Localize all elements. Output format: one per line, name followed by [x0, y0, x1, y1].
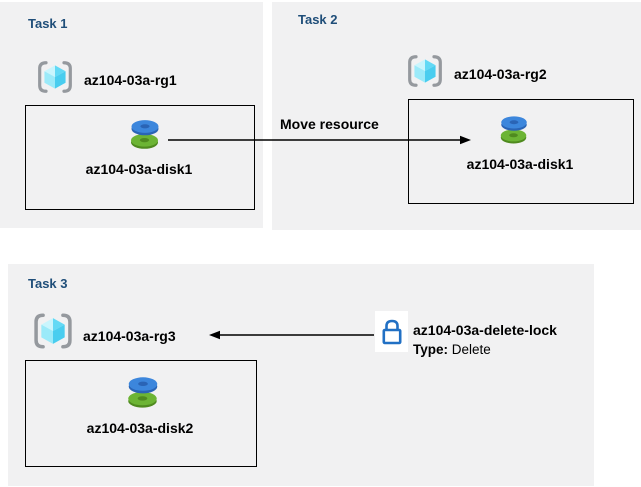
- task1-title: Task 1: [28, 16, 68, 31]
- disk-icon: [500, 116, 527, 144]
- lock-name-label: az104-03a-delete-lock: [413, 322, 557, 338]
- task2-rg-label: az104-03a-rg2: [454, 66, 547, 82]
- task3-resource-box: [25, 360, 257, 467]
- lock-type-line: Type: Delete: [413, 342, 491, 357]
- task3-rg-label: az104-03a-rg3: [83, 328, 176, 344]
- move-resource-label: Move resource: [280, 116, 379, 132]
- task3-panel: Task 3 az104-03a-rg3 az104-03a-disk2: [8, 264, 594, 486]
- disk-icon: [128, 377, 158, 408]
- task1-rg-label: az104-03a-rg1: [84, 72, 177, 88]
- task2-title: Task 2: [298, 12, 338, 27]
- resource-group-icon: [408, 55, 442, 87]
- lock-type-label: Type:: [413, 342, 452, 357]
- disk-icon: [131, 120, 159, 149]
- lock-icon: [381, 319, 401, 344]
- lock-card: [375, 311, 408, 352]
- task3-disk-label: az104-03a-disk2: [86, 420, 194, 436]
- lock-type-value: Delete: [451, 342, 491, 357]
- task2-disk-label: az104-03a-disk1: [466, 156, 574, 172]
- task3-title: Task 3: [28, 276, 68, 291]
- resource-group-icon: [34, 313, 72, 349]
- task1-panel: Task 1 az104-03a-rg1 az104-03a-disk1: [0, 2, 263, 228]
- task1-resource-box: [25, 105, 255, 210]
- resource-group-icon: [38, 61, 72, 93]
- task2-resource-box: [408, 99, 634, 204]
- task2-panel: Task 2 az104-03a-rg2 az104-03a-disk1: [272, 2, 641, 230]
- task1-disk-label: az104-03a-disk1: [85, 161, 193, 177]
